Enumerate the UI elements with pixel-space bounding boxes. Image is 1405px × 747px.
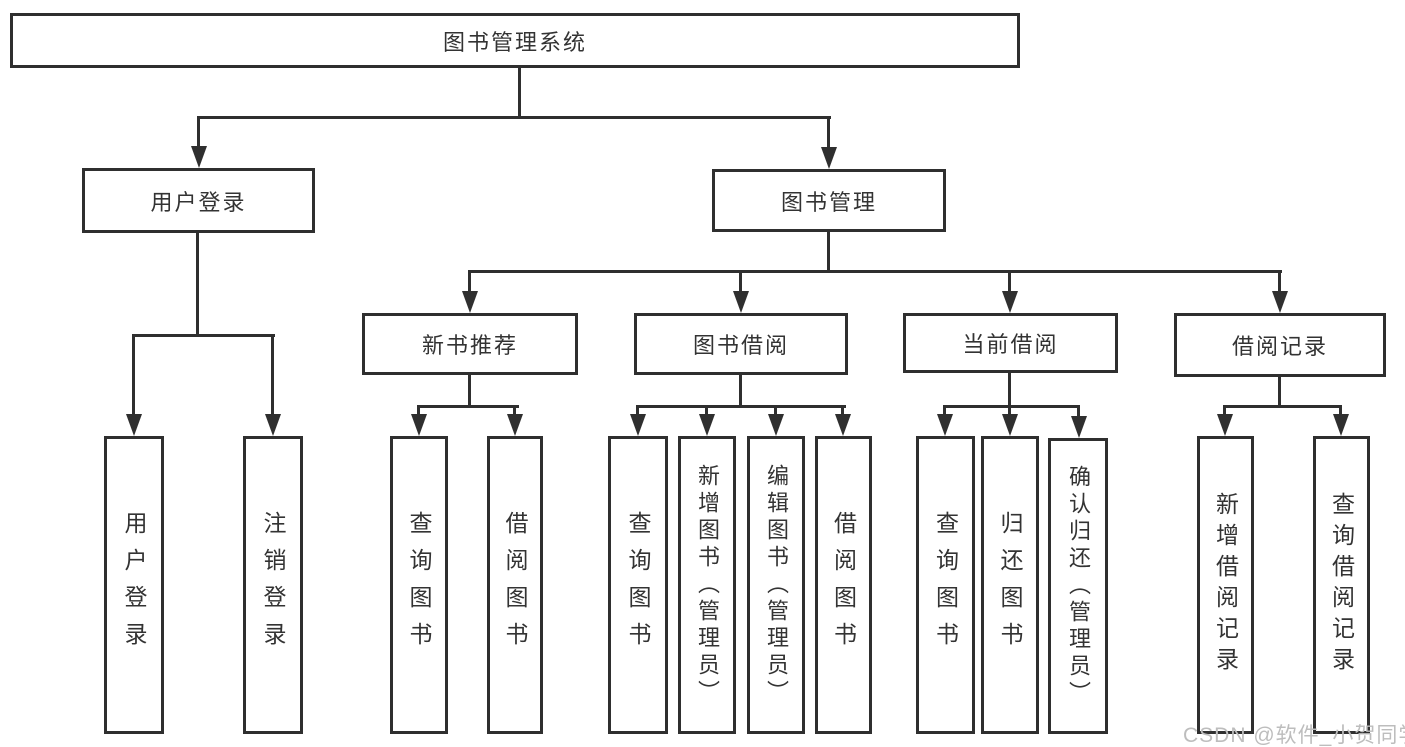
connector-drop [513,407,516,414]
node-user-login: 用户登录 [82,168,315,233]
leaf-query-book-recommend: 查询图书 [390,436,448,734]
connector-drop [1077,407,1080,416]
leaf-edit-book-admin: 编辑图书（管理员） [747,436,805,734]
csdn-watermark: CSDN @软件_小贺同学 [1183,724,1405,747]
connector-userlogin-rail [132,334,275,337]
connector-drop [1339,407,1342,414]
leaf-confirm-return-admin: 确认归还（管理员） [1048,438,1108,734]
leaf-query-book-current: 查询图书 [916,436,975,734]
connector-drop [1278,272,1281,291]
arrow-down-icon [768,414,784,436]
node-book-management: 图书管理 [712,169,946,232]
node-borrow-records: 借阅记录 [1174,313,1386,377]
connector-drop [827,118,830,147]
connector-drop [841,407,844,414]
arrow-down-icon [630,414,646,436]
arrow-down-icon [1071,416,1087,438]
arrow-down-icon [835,414,851,436]
connector-drop [943,407,946,414]
arrow-down-icon [733,291,749,313]
arrow-down-icon [699,414,715,436]
connector-bookmgmt-stem [827,232,830,273]
connector-bookmgmt-rail [468,270,1282,273]
arrow-down-icon [265,414,281,436]
connector-drop [271,336,274,414]
connector-recommend-stem [468,375,471,408]
arrow-down-icon [937,414,953,436]
leaf-borrow-book-recommend: 借阅图书 [487,436,543,734]
leaf-return-book: 归还图书 [981,436,1039,734]
connector-records-stem [1278,377,1281,408]
connector-drop [636,407,639,414]
connector-drop [468,272,471,291]
connector-userlogin-stem [196,233,199,337]
connector-borrow-stem [739,375,742,408]
arrow-down-icon [1333,414,1349,436]
leaf-logout: 注销登录 [243,436,303,734]
arrow-down-icon [411,414,427,436]
connector-current-stem [1008,373,1011,408]
connector-borrow-rail [636,405,846,408]
node-current-borrow: 当前借阅 [903,313,1118,373]
arrow-down-icon [507,414,523,436]
arrow-down-icon [821,147,837,169]
leaf-add-borrow-record: 新增借阅记录 [1197,436,1254,734]
leaf-query-borrow-record: 查询借阅记录 [1313,436,1370,734]
arrow-down-icon [1217,414,1233,436]
connector-drop [705,407,708,414]
connector-drop [1223,407,1226,414]
connector-records-rail [1223,405,1342,408]
connector-drop [417,407,420,414]
leaf-add-book-admin: 新增图书（管理员） [678,436,736,734]
leaf-query-book-borrow: 查询图书 [608,436,668,734]
node-root: 图书管理系统 [10,13,1020,68]
connector-current-rail [943,405,1080,408]
connector-root-stem [518,68,521,118]
node-new-book-recommend: 新书推荐 [362,313,578,375]
connector-drop [132,336,135,414]
arrow-down-icon [1272,291,1288,313]
connector-root-rail [197,116,831,119]
connector-recommend-rail [417,405,519,408]
connector-drop [774,407,777,414]
arrow-down-icon [126,414,142,436]
connector-drop [197,118,200,146]
arrow-down-icon [462,291,478,313]
arrow-down-icon [1002,414,1018,436]
arrow-down-icon [1002,291,1018,313]
leaf-user-login: 用户登录 [104,436,164,734]
connector-drop [739,272,742,291]
arrow-down-icon [191,146,207,168]
connector-drop [1008,407,1011,414]
leaf-borrow-book: 借阅图书 [815,436,872,734]
connector-drop [1008,272,1011,291]
node-book-borrow: 图书借阅 [634,313,848,375]
